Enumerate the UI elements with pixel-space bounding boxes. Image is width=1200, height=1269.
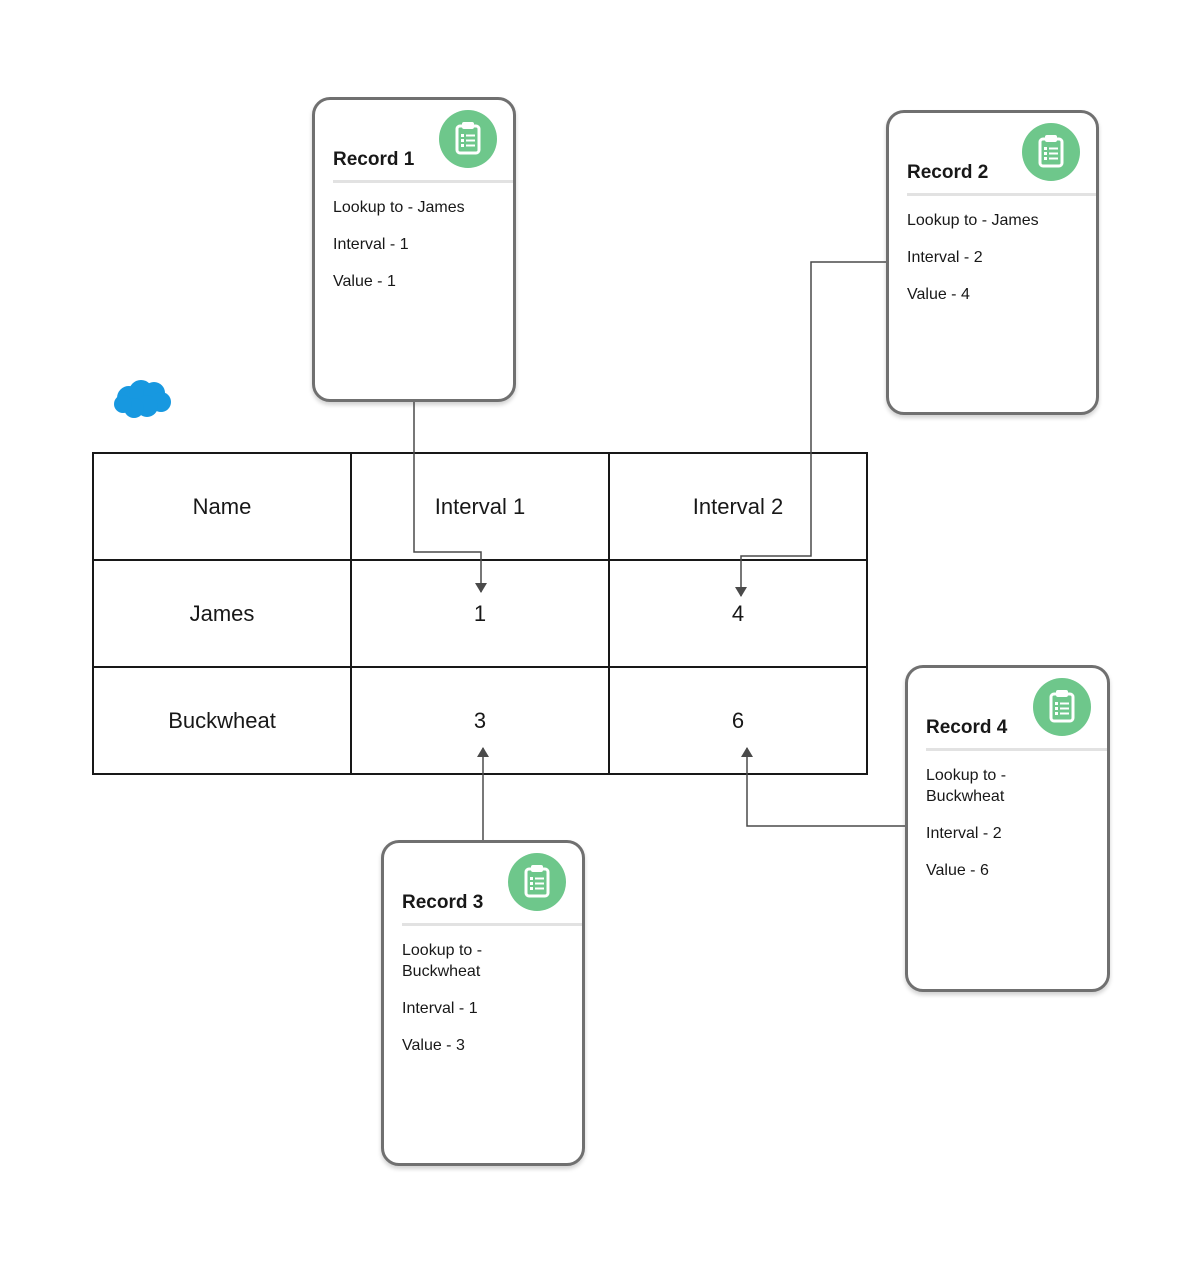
header-interval-1: Interval 1 xyxy=(350,452,610,561)
clipboard-list-icon xyxy=(439,110,497,168)
interval-2-cell: 4 xyxy=(608,559,868,668)
interval-matrix-table: Name Interval 1 Interval 2 James 1 4 Buc… xyxy=(92,452,868,775)
record-card-1[interactable]: Record 1 Lookup to - James Interval - 1 … xyxy=(312,97,516,402)
record-card-3[interactable]: Record 3 Lookup to - Buckwheat Interval … xyxy=(381,840,585,1166)
record-interval: Interval - 2 xyxy=(907,249,983,266)
record-card-body: Lookup to - Buckwheat Interval - 2 Value… xyxy=(908,751,1107,881)
clipboard-list-icon xyxy=(508,853,566,911)
interval-2-cell: 6 xyxy=(608,666,868,775)
record-value: Value - 4 xyxy=(907,286,970,303)
row-name-cell: Buckwheat xyxy=(92,666,352,775)
record-lookup: Lookup to - Buckwheat xyxy=(402,942,483,980)
row-name-cell: James xyxy=(92,559,352,668)
interval-1-cell: 3 xyxy=(350,666,610,775)
record-title: Record 2 xyxy=(907,162,989,183)
record-value: Value - 1 xyxy=(333,273,396,290)
record-value: Value - 3 xyxy=(402,1037,465,1054)
record-value: Value - 6 xyxy=(926,862,989,879)
record-card-body: Lookup to - James Interval - 2 Value - 4 xyxy=(889,196,1096,305)
header-interval-2: Interval 2 xyxy=(608,452,868,561)
record-card-4[interactable]: Record 4 Lookup to - Buckwheat Interval … xyxy=(905,665,1110,992)
record-lookup: Lookup to - James xyxy=(333,199,465,216)
record-card-header: Record 4 xyxy=(926,668,1107,751)
record-title: Record 1 xyxy=(333,149,415,170)
table-row: James 1 4 xyxy=(92,559,868,668)
record-title: Record 4 xyxy=(926,717,1008,738)
cloud-logo xyxy=(114,380,171,418)
record-card-body: Lookup to - James Interval - 1 Value - 1 xyxy=(315,183,513,292)
interval-1-cell: 1 xyxy=(350,559,610,668)
record-title: Record 3 xyxy=(402,892,484,913)
record-card-header: Record 3 xyxy=(402,843,582,926)
record-card-header: Record 2 xyxy=(907,113,1096,196)
record-lookup: Lookup to - James xyxy=(907,212,1039,229)
table-row: Buckwheat 3 6 xyxy=(92,666,868,775)
header-name: Name xyxy=(92,452,352,561)
record-interval: Interval - 1 xyxy=(333,236,409,253)
record-card-header: Record 1 xyxy=(333,100,513,183)
clipboard-list-icon xyxy=(1033,678,1091,736)
record-interval: Interval - 1 xyxy=(402,1000,478,1017)
table-header-row: Name Interval 1 Interval 2 xyxy=(92,452,868,561)
record-card-body: Lookup to - Buckwheat Interval - 1 Value… xyxy=(384,926,582,1056)
record-lookup: Lookup to - Buckwheat xyxy=(926,767,1007,805)
clipboard-list-icon xyxy=(1022,123,1080,181)
record-card-2[interactable]: Record 2 Lookup to - James Interval - 2 … xyxy=(886,110,1099,415)
record-interval: Interval - 2 xyxy=(926,825,1002,842)
